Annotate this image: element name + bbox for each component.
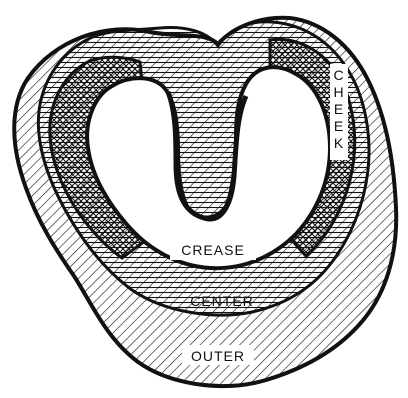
crease-label: CREASE bbox=[181, 242, 245, 258]
center-label: CENTER bbox=[190, 293, 254, 309]
outer-label: OUTER bbox=[191, 348, 245, 364]
